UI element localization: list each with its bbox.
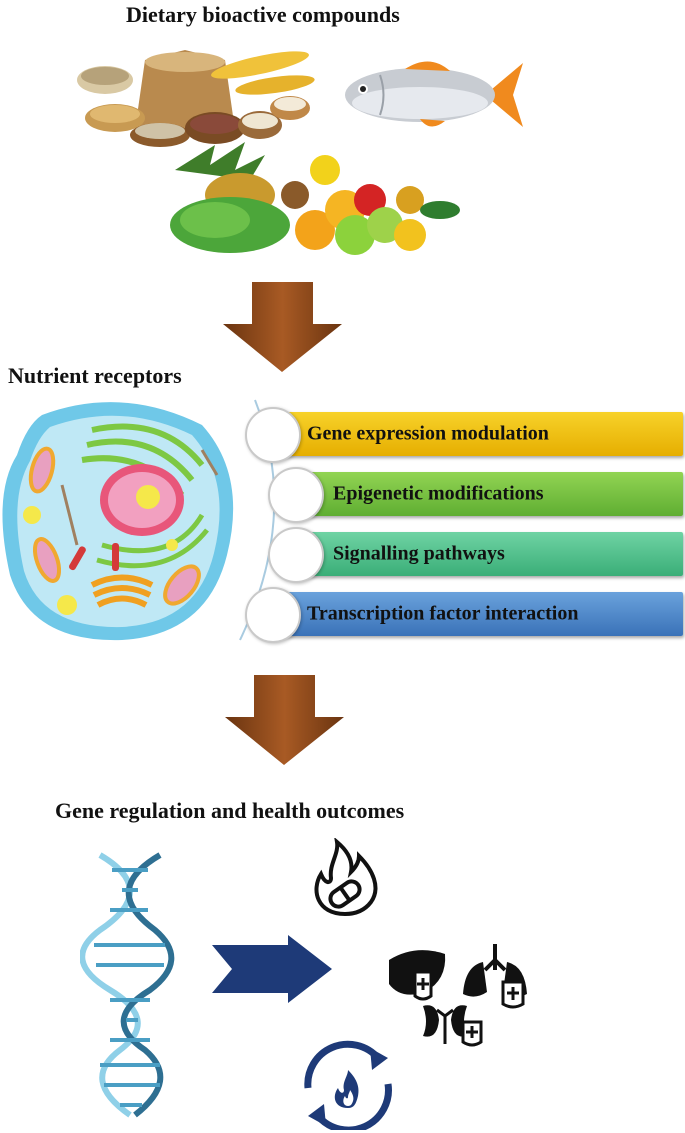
grains-icon — [77, 50, 315, 147]
bubble-3 — [268, 527, 324, 583]
heading-nutrient-receptors: Nutrient receptors — [8, 363, 182, 388]
mechanism-bar-signalling: Signalling pathways — [297, 532, 683, 576]
bubble-2 — [268, 467, 324, 523]
mechanism-label: Epigenetic modifications — [333, 482, 544, 505]
mechanism-label: Transcription factor interaction — [307, 602, 579, 625]
mechanism-label: Signalling pathways — [333, 542, 505, 565]
heading-gene-regulation: Gene regulation and health outcomes — [55, 798, 405, 823]
fruits-vegetables-icon — [170, 142, 460, 255]
metabolism-cycle-icon — [304, 1040, 392, 1130]
mechanism-bar-epigenetic: Epigenetic modifications — [297, 472, 683, 516]
bubble-4 — [245, 587, 301, 643]
flow-arrow-down-2 — [225, 675, 344, 765]
inflammation-icon — [314, 838, 378, 917]
bubble-1 — [245, 407, 301, 463]
cell-icon — [2, 402, 234, 641]
mechanism-label: Gene expression modulation — [307, 422, 549, 445]
mechanism-bar-transcription: Transcription factor interaction — [275, 592, 683, 636]
mechanism-bar-gene-expression: Gene expression modulation — [275, 412, 683, 456]
dna-helix-icon — [80, 852, 175, 1118]
flow-arrow-right — [212, 935, 332, 1003]
organ-protection-icon — [389, 944, 527, 1047]
flow-arrow-down-1 — [223, 282, 342, 372]
heading-dietary-compounds: Dietary bioactive compounds — [126, 2, 400, 27]
fish-icon — [345, 61, 523, 127]
